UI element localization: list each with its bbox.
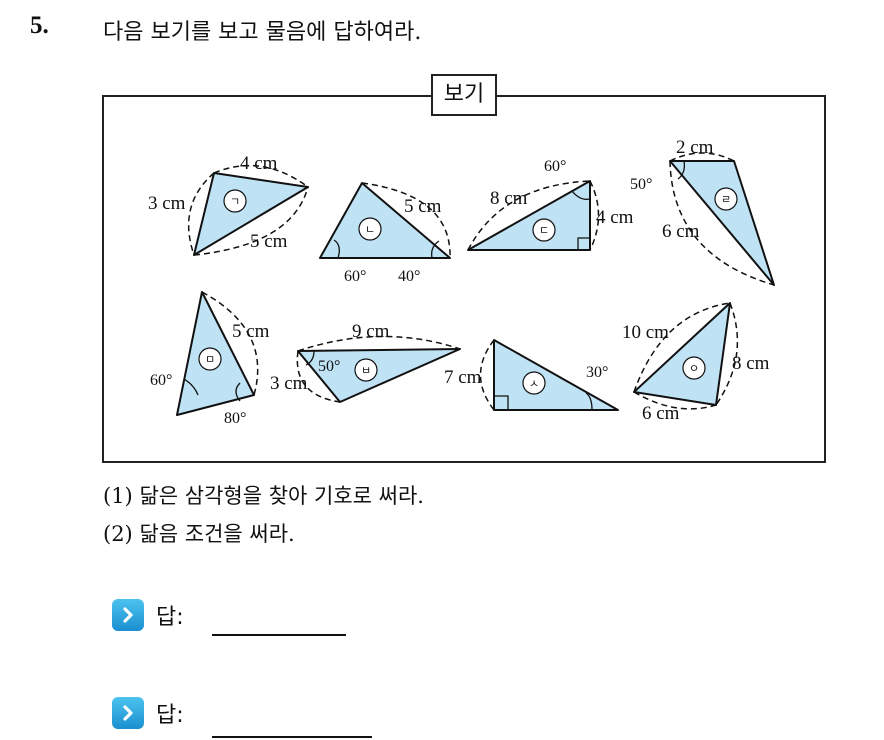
label-t5: ㅁ [205,354,215,366]
t5-angle-a: 60° [150,372,172,389]
label-t3: ㄷ [539,225,549,237]
dashed-arc-t6a [297,335,461,352]
answer-row-1: 답: [112,598,346,636]
label-t8: ㅇ [689,363,699,375]
t8-side-b: 8 cm [732,353,770,374]
angle-arc-t7 [585,392,593,411]
label-t1: ㄱ [230,196,240,208]
t8-side-a: 10 cm [622,322,669,343]
t7-angle: 30° [586,364,608,381]
triangle-t6 [297,348,461,403]
answer-label-1: 답: [156,605,184,630]
triangle-t3 [467,180,591,251]
t4-side-b: 6 cm [662,221,700,242]
dashed-arc-t1c [193,186,309,256]
angle-arc-t2b [431,240,440,259]
angle-arc-t5b [235,382,241,402]
question-text: 다음 보기를 보고 물음에 답하여라. [103,20,422,45]
t2-side: 5 cm [404,196,442,217]
dashed-arc-t1a [213,164,309,188]
t1-side-b: 3 cm [148,193,186,214]
chevron-right-icon [112,599,144,631]
sub-question-2-text: 닮음 조건을 써라. [139,522,295,546]
answer-label-2: 답: [156,703,184,728]
t5-angle-b: 80° [224,410,246,427]
triangle-t8 [633,302,731,406]
angle-arc-t3 [571,190,591,200]
dashed-arc-t8c [633,391,717,410]
label-t2: ㄴ [365,224,375,236]
t4-angle: 50° [630,176,652,193]
dashed-arc-t2 [361,182,451,259]
answer-row-2: 답: [112,696,372,738]
sub-question-1-text: 닮은 삼각형을 찾아 기호로 써라. [139,484,424,508]
triangle-t2 [319,182,451,259]
dashed-arc-t7 [479,339,495,411]
t3-side-a: 8 cm [490,188,528,209]
question-number: 5. [30,12,49,39]
dashed-arc-t8b [715,302,739,406]
t6-side-b: 3 cm [270,373,308,394]
t6-angle: 50° [318,358,340,375]
dashed-arc-t1b [187,172,215,256]
sub-question-1-marker: (1) [103,484,133,508]
t5-side: 5 cm [232,321,270,342]
t2-angle-a: 60° [344,268,366,285]
t6-side-a: 9 cm [352,321,390,342]
label-t7: ㅅ [529,378,539,390]
dashed-arc-t5 [201,291,259,396]
t1-side-a: 4 cm [240,153,278,174]
t8-side-c: 6 cm [642,403,680,424]
dashed-arc-t8a [633,302,731,393]
t1-side-c: 5 cm [250,231,288,252]
angle-arc-t5a [183,378,199,396]
angle-arc-t2a [333,239,340,259]
triangle-t1 [193,172,309,256]
label-t6: ㅂ [361,365,371,377]
triangle-t7 [493,339,619,411]
dashed-arc-t4a [669,152,735,162]
t7-side: 7 cm [444,367,482,388]
sub-question-2-marker: (2) [103,522,133,546]
dashed-arc-t4b [669,160,775,286]
sub-question-1: (1) 닮은 삼각형을 찾아 기호로 써라. [103,480,424,510]
triangle-t4 [669,160,775,286]
right-angle-t7 [494,395,509,410]
t3-angle: 60° [544,158,566,175]
label-t4: ㄹ [721,194,731,206]
dashed-arc-t3b [589,180,600,251]
answer-blank-2[interactable] [212,736,372,738]
t4-side-a: 2 cm [676,137,714,158]
answer-blank-1[interactable] [212,634,346,636]
example-box-title: 보기 [431,74,497,116]
t2-angle-b: 40° [398,268,420,285]
sub-question-2: (2) 닮음 조건을 써라. [103,518,295,548]
chevron-right-icon [112,697,144,729]
t3-side-b: 4 cm [596,207,634,228]
angle-arc-t4 [677,160,686,180]
right-angle-t3 [577,237,590,250]
angle-arc-t6 [305,350,315,366]
triangles-figure: ㄱ ㄴ ㄷ ㄹ ㅁ ㅂ ㅅ ㅇ 4 cm 3 cm 5 cm 5 cm 60° … [148,137,775,427]
